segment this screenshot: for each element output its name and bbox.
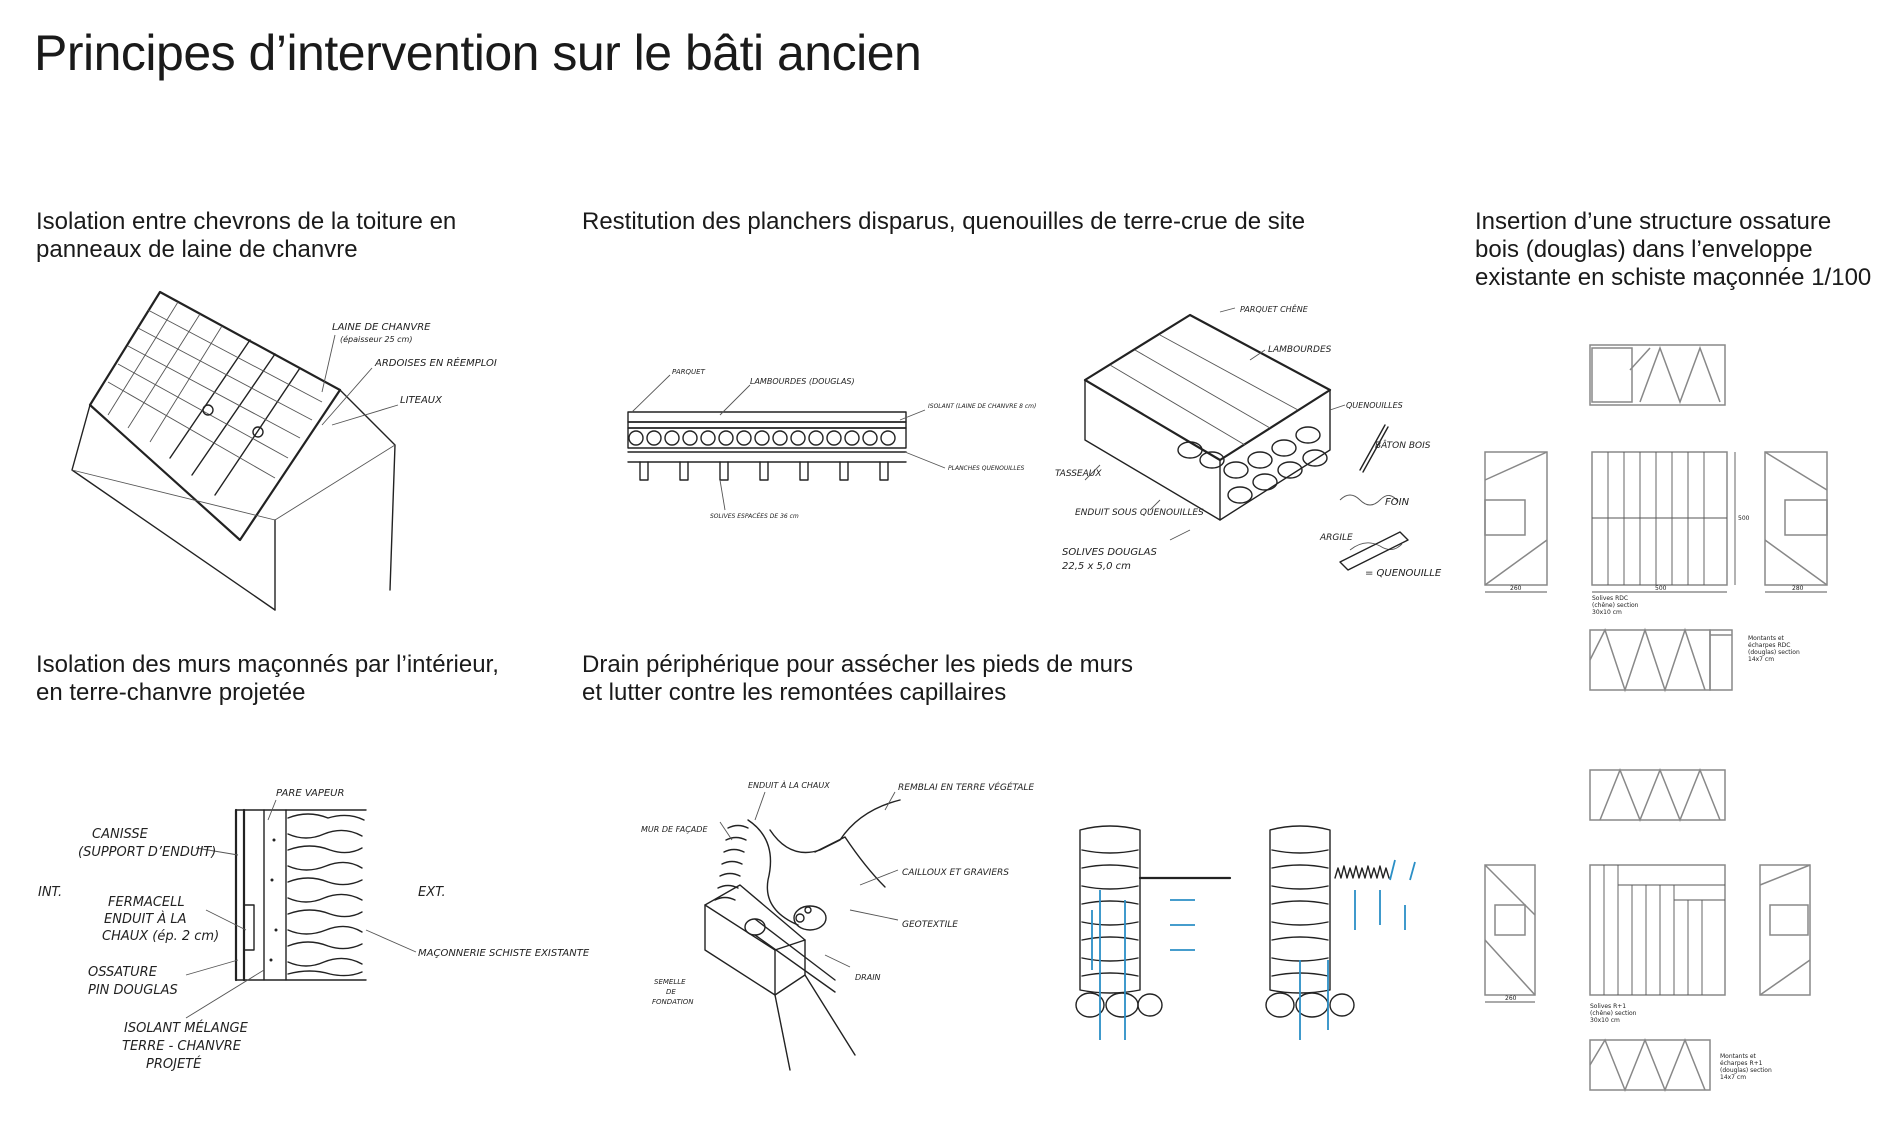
rdc-left-elevation (1484, 451, 1548, 586)
rdc-solives-label-3: 30x10 cm (1592, 609, 1622, 616)
roof-label-laine: LAINE DE CHANVRE (332, 322, 431, 333)
drain-label-mur: MUR DE FAÇADE (641, 825, 708, 834)
wall-label-chaux: CHAUX (ép. 2 cm) (102, 929, 219, 944)
r1-right-elevation (1759, 864, 1811, 996)
wall-label-isolant: ISOLANT MÉLANGE (124, 1020, 249, 1036)
drain-label-semelle: SEMELLE (654, 978, 686, 986)
rdc-dim-right: 280 (1792, 585, 1804, 592)
drain-label-remblai: REMBLAI EN TERRE VÉGÉTALE (898, 781, 1034, 793)
rdc-dim-left: 260 (1510, 585, 1522, 592)
iso-label-baton: BÂTON BOIS (1375, 439, 1431, 451)
wall-insulation-sketch: PARE VAPEUR CANISSE (SUPPORT D’ENDUIT) I… (38, 788, 590, 1072)
rdc-montants-label-4: 14x7 cm (1748, 656, 1774, 663)
wall-label-canisse: CANISSE (92, 827, 149, 842)
drain-label-fondation: FONDATION (652, 998, 694, 1006)
house-gable (71, 389, 396, 611)
quenouille-row (628, 430, 896, 446)
drain-label-de: DE (666, 988, 676, 996)
r1-montants-label-3: (douglas) section (1720, 1067, 1772, 1074)
water-arrows-left (1091, 890, 1195, 1040)
iso-label-quenouille: = QUENOUILLE (1365, 568, 1442, 579)
caption-roof-insulation: Isolation entre chevrons de la toiture e… (36, 208, 457, 263)
iso-label-solives: SOLIVES DOUGLAS (1062, 547, 1157, 558)
water-arrows-right (1299, 859, 1416, 1040)
iso-label-quenouilles: QUENOUILLES (1346, 401, 1403, 410)
r1-dim-left: 260 (1505, 995, 1517, 1002)
wall-label-ext: EXT. (418, 885, 446, 900)
caption-peripheral-drain: Drain périphérique pour assécher les pie… (582, 651, 1133, 706)
wall-label-fermacell: FERMACELL (108, 895, 185, 910)
rdc-montants-label-2: écharpes RDC (1748, 642, 1790, 649)
wall-label-maconnerie: MAÇONNERIE SCHISTE EXISTANTE (418, 948, 590, 959)
rdc-montants-label: Montants et (1748, 635, 1785, 642)
drain-label-cailloux: CAILLOUX ET GRAVIERS (902, 868, 1009, 878)
roof-label-ardoises: ARDOISES EN RÉEMPLOI (374, 356, 497, 369)
wall-label-projete: PROJETÉ (146, 1056, 202, 1072)
joist-row (639, 461, 889, 481)
r1-montants-label: Montants et (1720, 1053, 1757, 1060)
roof-insulation-sketch: LAINE DE CHANVRE (épaisseur 25 cm) ARDOI… (71, 290, 497, 611)
roof-panel (88, 290, 342, 542)
wall-label-pin: PIN DOUGLAS (88, 983, 178, 998)
r1-montants-label-4: 14x7 cm (1720, 1074, 1746, 1081)
r1-solives-label-3: 30x10 cm (1590, 1017, 1620, 1024)
drain-isometric-sketch: MUR DE FAÇADE ENDUIT À LA CHAUX REMBLAI … (641, 779, 1034, 1071)
floor-label-isolant: ISOLANT (LAINE DE CHANVRE 8 cm) (928, 403, 1036, 410)
drain-wall-stones (714, 824, 749, 901)
drain-label-geotextile: GEOTEXTILE (902, 920, 958, 930)
roof-label-laine-ep: (épaisseur 25 cm) (340, 334, 412, 344)
wall-label-canisse-2: (SUPPORT D’ENDUIT) (78, 845, 216, 860)
iso-label-parquet-chene: PARQUET CHÊNE (1240, 303, 1309, 314)
caption-timber-structure: Insertion d’une structure ossature bois … (1475, 208, 1872, 291)
iso-label-tasseaux: TASSEAUX (1055, 469, 1102, 479)
r1-floor-plan (1589, 864, 1726, 996)
wall-label-int: INT. (38, 885, 62, 900)
floor-label-solives: SOLIVES ESPACÉES DE 36 cm (710, 512, 799, 520)
schist-stones (287, 813, 365, 977)
r1-montants-label-2: écharpes R+1 (1720, 1060, 1763, 1067)
rdc-dim-vert: 500 (1738, 515, 1750, 522)
iso-label-enduit: ENDUIT SOUS QUENOUILLES (1075, 508, 1204, 518)
floor-label-lambourdes: LAMBOURDES (DOUGLAS) (750, 377, 855, 386)
iso-label-lambourdes: LAMBOURDES (1268, 345, 1332, 355)
wall-right (1265, 825, 1355, 1018)
floor-isometric-sketch: PARQUET CHÊNE LAMBOURDES QUENOUILLES BÂT… (1055, 303, 1442, 579)
page-title: Principes d’intervention sur le bâti anc… (34, 25, 922, 81)
wall-label-pare-vapeur: PARE VAPEUR (276, 788, 344, 799)
rdc-right-elevation (1764, 451, 1828, 586)
floor-label-parquet: PARQUET (672, 368, 706, 376)
r1-solives-label: Solives R+1 (1590, 1003, 1626, 1010)
timber-structure-plans: 260 500 280 500 Solives RDC (chêne) sect… (1484, 344, 1828, 1093)
capillary-comparison-sketch (1075, 825, 1416, 1040)
rdc-floor-plan (1591, 451, 1728, 586)
r1-bottom-elevation (1589, 1037, 1711, 1093)
floor-label-planches: PLANCHES QUENOUILLES (948, 465, 1025, 472)
r1-left-elevation (1484, 864, 1536, 996)
roof-label-liteaux: LITEAUX (400, 395, 443, 406)
wall-label-enduit: ENDUIT À LA (104, 911, 187, 927)
drain-label-enduit: ENDUIT À LA CHAUX (748, 779, 830, 790)
quenouille-rolls (1177, 426, 1328, 504)
rdc-top-elevation (1589, 344, 1726, 406)
r1-top-elevation (1589, 767, 1726, 823)
rdc-dim-mid: 500 (1655, 585, 1667, 592)
rdc-solives-label-2: (chêne) section (1592, 602, 1639, 609)
rdc-montants-label-3: (douglas) section (1748, 649, 1800, 656)
wall-label-terre: TERRE - CHANVRE (122, 1039, 242, 1054)
iso-label-foin: FOIN (1385, 497, 1410, 508)
r1-solives-label-2: (chêne) section (1590, 1010, 1637, 1017)
wall-label-ossature: OSSATURE (88, 965, 158, 980)
rdc-solives-label: Solives RDC (1592, 595, 1628, 602)
wall-left (1075, 825, 1163, 1018)
drain-label-drain: DRAIN (855, 973, 881, 982)
iso-label-solives-dim: 22,5 x 5,0 cm (1062, 561, 1131, 572)
floor-section-sketch: PARQUET LAMBOURDES (DOUGLAS) ISOLANT (LA… (627, 368, 1036, 520)
caption-floor-restitution: Restitution des planchers disparus, quen… (582, 208, 1306, 235)
iso-label-argile: ARGILE (1319, 533, 1353, 543)
rdc-bottom-elevation (1589, 627, 1733, 693)
caption-wall-insulation: Isolation des murs maçonnés par l’intéri… (36, 651, 499, 706)
